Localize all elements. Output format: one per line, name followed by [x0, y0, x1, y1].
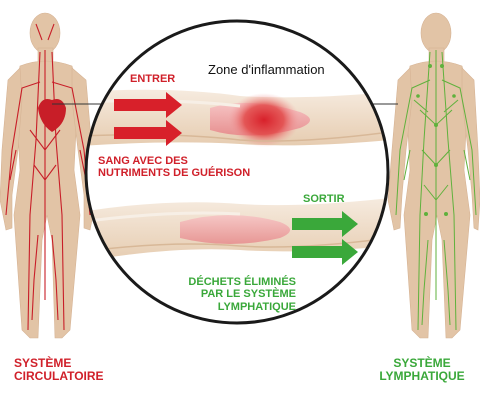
red-arrow-icon [114, 120, 182, 146]
circulatory-system-label: SYSTÈME CIRCULATOIRE [14, 356, 104, 384]
exit-arrows [292, 211, 358, 265]
zone-label: Zone d'inflammation [208, 62, 325, 77]
lymphatic-body-figure [387, 12, 480, 339]
lymphatic-label-line1: SYSTÈME [393, 356, 451, 370]
waste-label-line1: DÉCHETS ÉLIMINÉS [188, 276, 296, 288]
blood-label-line2: NUTRIMENTS DE GUÉRISON [98, 167, 251, 180]
magnifier-circle-border [84, 19, 390, 325]
circulatory-label-line1: SYSTÈME [14, 356, 72, 370]
red-arrow-icon [114, 92, 182, 118]
waste-label: DÉCHETS ÉLIMINÉS PAR LE SYSTÈME LYMPHATI… [188, 276, 296, 313]
heart-icon [38, 99, 66, 132]
green-arrow-icon [292, 211, 358, 237]
lymphatic-label-line2: LYMPHATIQUE [379, 369, 465, 384]
enter-arrows [114, 92, 182, 146]
exit-label: SORTIR [303, 193, 345, 205]
waste-label-line2: PAR LE SYSTÈME [200, 288, 296, 301]
inflammation-zone [228, 93, 300, 147]
waste-label-line3: LYMPHATIQUE [217, 300, 296, 313]
circulatory-body-figure [0, 12, 97, 339]
blood-label: SANG AVEC DES NUTRIMENTS DE GUÉRISON [98, 155, 250, 180]
lymphatic-system-label: SYSTÈME LYMPHATIQUE [372, 356, 472, 384]
green-arrow-icon [292, 239, 358, 265]
blood-label-line1: SANG AVEC DES [98, 155, 188, 167]
muscle-lower [180, 215, 290, 244]
enter-label: ENTRER [130, 73, 176, 85]
circulatory-label-line2: CIRCULATOIRE [14, 369, 104, 384]
